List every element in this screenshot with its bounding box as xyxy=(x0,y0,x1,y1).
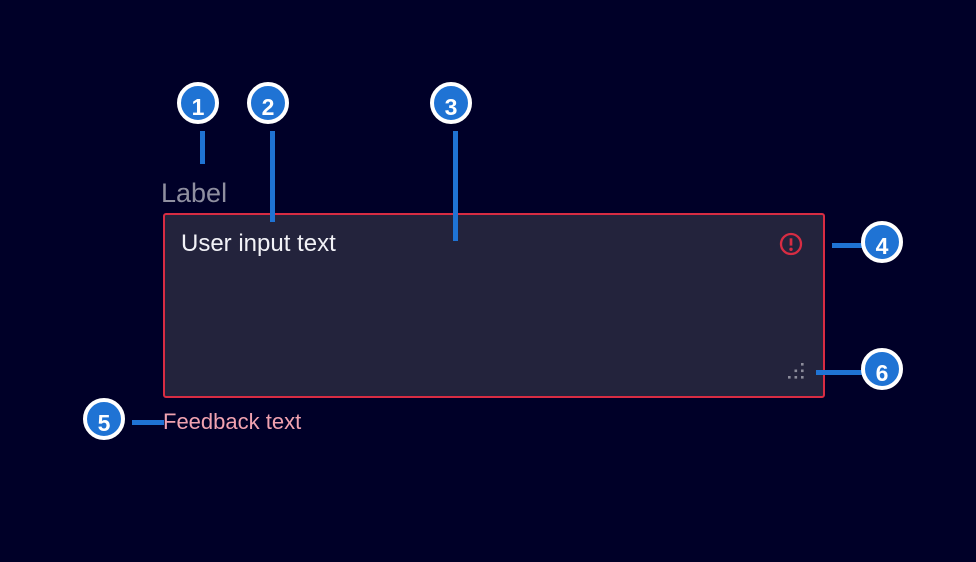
feedback-text: Feedback text xyxy=(163,409,302,434)
callout-2: 2 xyxy=(247,82,289,124)
callout-line-6 xyxy=(816,370,862,375)
callout-line-4 xyxy=(832,243,862,248)
callout-6: 6 xyxy=(861,348,903,390)
textarea-value: User input text xyxy=(181,230,336,257)
textarea-label: Label xyxy=(161,178,228,208)
error-icon xyxy=(779,232,803,256)
callout-line-1 xyxy=(200,131,205,164)
textarea-field[interactable]: User input text xyxy=(163,213,825,398)
resize-grip-icon[interactable] xyxy=(787,362,805,380)
callout-line-5 xyxy=(132,420,164,425)
callout-line-3 xyxy=(453,131,458,241)
callout-4: 4 xyxy=(861,221,903,263)
callout-line-2 xyxy=(270,131,275,222)
callout-1: 1 xyxy=(177,82,219,124)
callout-5: 5 xyxy=(83,398,125,440)
callout-3: 3 xyxy=(430,82,472,124)
